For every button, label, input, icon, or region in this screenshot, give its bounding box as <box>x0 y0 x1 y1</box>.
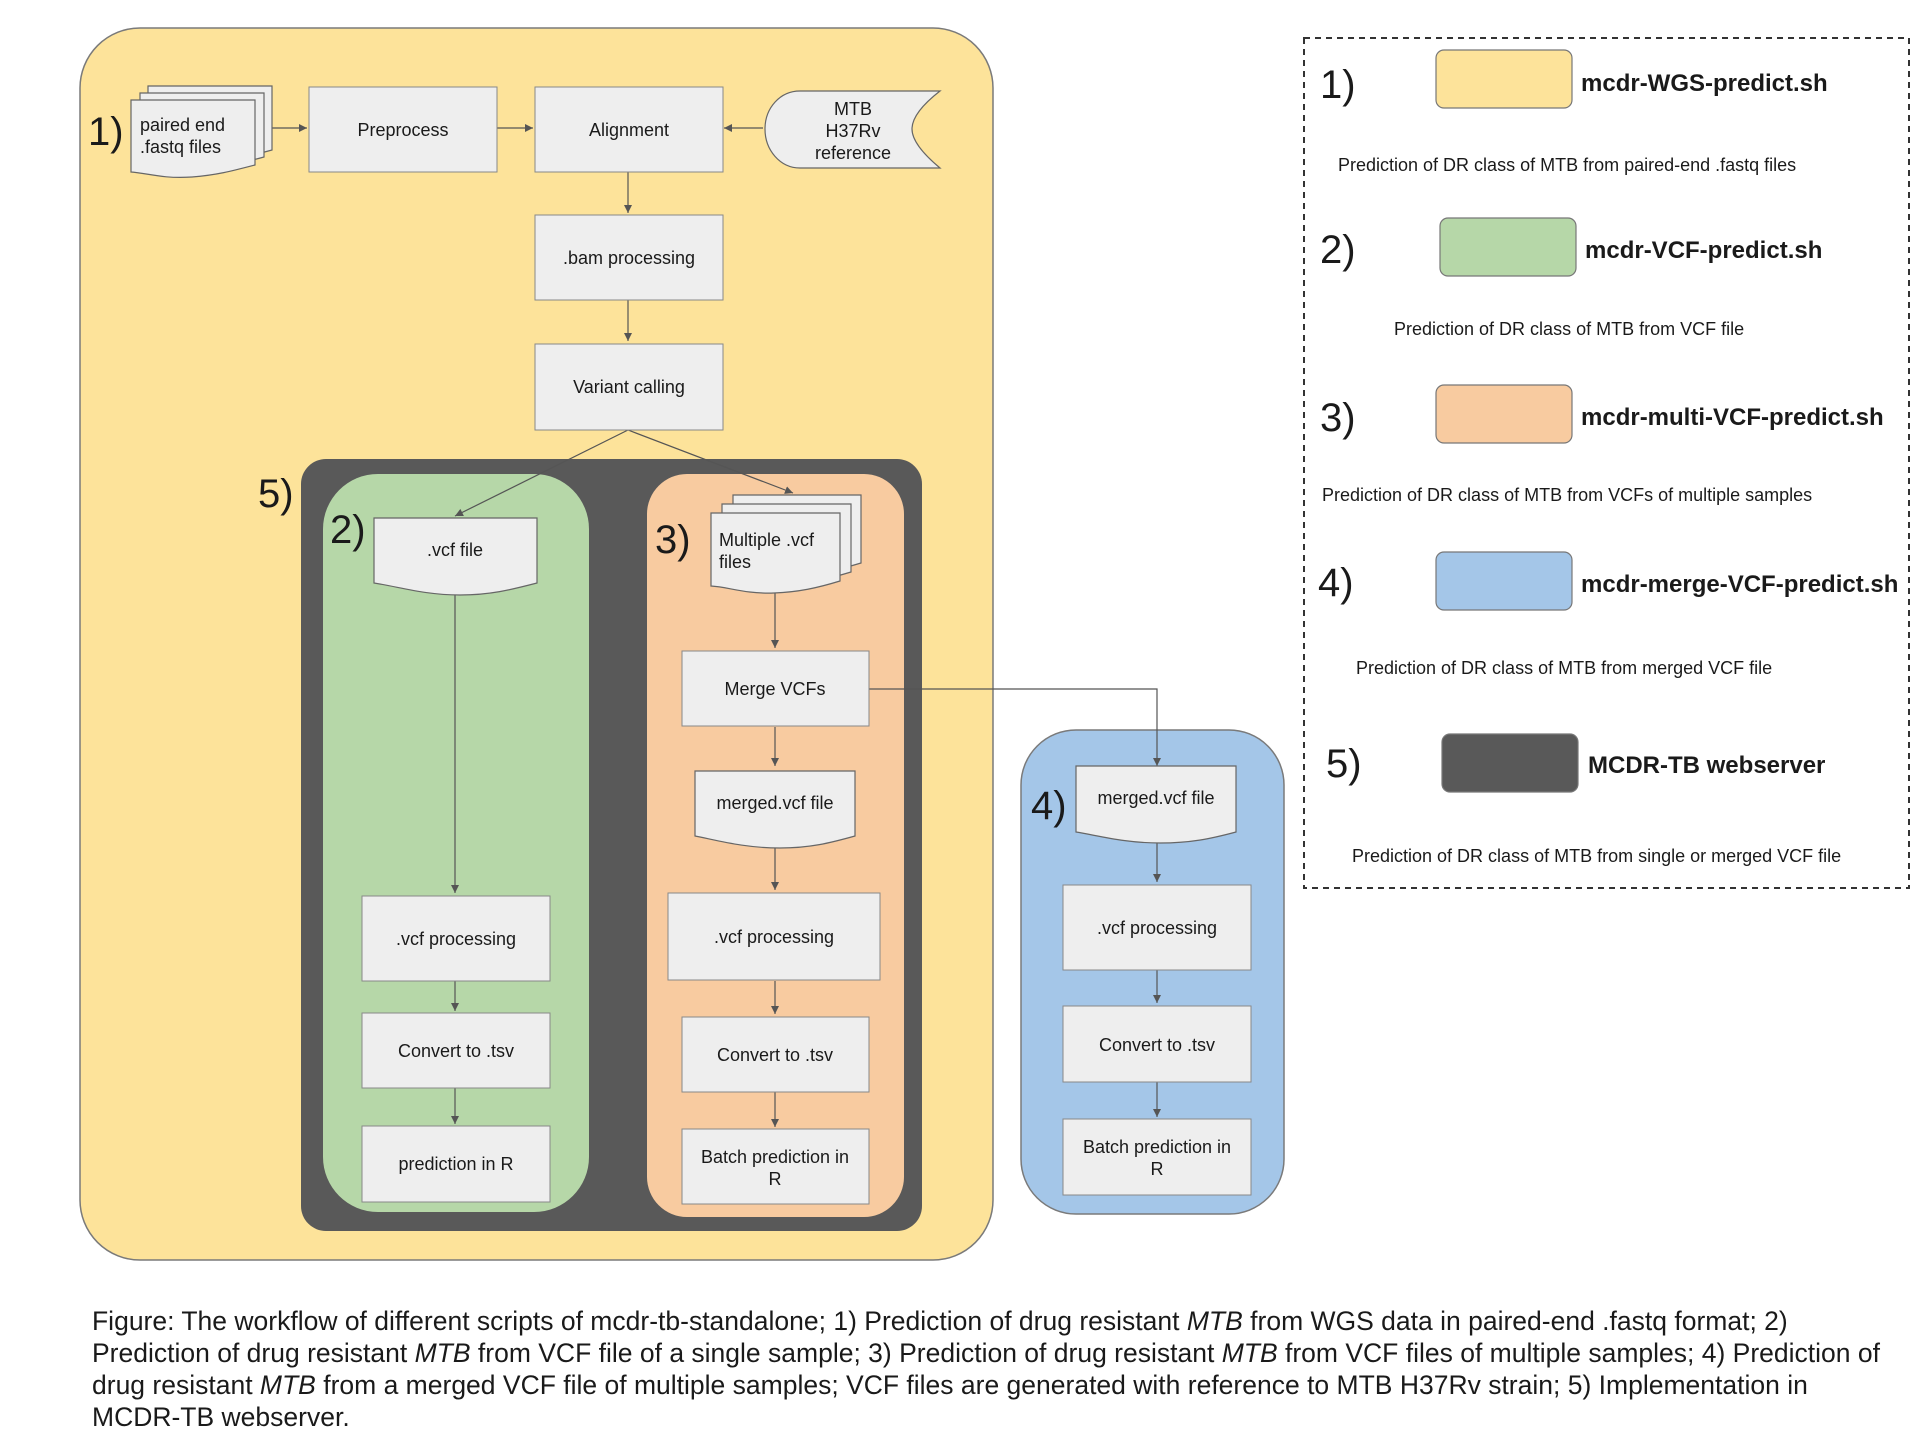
svg-text:MCDR-TB webserver: MCDR-TB webserver <box>1588 752 1825 779</box>
bam-processing-node: .bam processing <box>534 214 724 301</box>
caption-text-5: from a merged VCF file of multiple sampl… <box>92 1370 1808 1432</box>
svg-text:mcdr-merge-VCF-predict.sh: mcdr-merge-VCF-predict.sh <box>1581 571 1898 598</box>
convert-tsv-node-3: Convert to .tsv <box>681 1016 870 1093</box>
caption-mtb-2: MTB <box>414 1338 471 1368</box>
svg-text:mcdr-VCF-predict.sh: mcdr-VCF-predict.sh <box>1585 237 1822 264</box>
legend-item-1: 1) mcdr-WGS-predict.sh Prediction of DR … <box>1320 49 1828 175</box>
variant-calling-node: Variant calling <box>534 343 724 431</box>
merged-vcf-file-node-3: merged.vcf file <box>694 770 856 849</box>
convert-tsv-node-2: Convert to .tsv <box>361 1012 551 1089</box>
svg-text:4): 4) <box>1318 561 1354 605</box>
svg-text:1): 1) <box>1320 63 1356 107</box>
merge-vcfs-node: Merge VCFs <box>681 650 870 727</box>
caption-mtb-1: MTB <box>1186 1306 1243 1336</box>
svg-text:.vcf processing: .vcf processing <box>1097 918 1217 938</box>
region-4-number: 4) <box>1031 784 1067 828</box>
svg-text:Convert to .tsv: Convert to .tsv <box>398 1041 514 1061</box>
paired-end-fastq-node: paired end .fastq files <box>130 85 273 179</box>
svg-text:Prediction of DR class of MTB: Prediction of DR class of MTB from paire… <box>1338 155 1796 175</box>
region-5-number: 5) <box>258 472 294 516</box>
svg-text:Prediction of DR class of MTB: Prediction of DR class of MTB from merge… <box>1356 658 1772 678</box>
region-2-number: 2) <box>330 508 366 552</box>
legend-item-4: 4) mcdr-merge-VCF-predict.sh Prediction … <box>1318 551 1898 678</box>
svg-text:H37Rv: H37Rv <box>825 121 880 141</box>
svg-text:3): 3) <box>1320 396 1356 440</box>
svg-text:Alignment: Alignment <box>589 120 669 140</box>
svg-text:.fastq files: .fastq files <box>140 137 221 157</box>
svg-text:prediction in R: prediction in R <box>398 1154 513 1174</box>
svg-text:Multiple .vcf: Multiple .vcf <box>719 530 815 550</box>
svg-text:Prediction of DR class of MTB: Prediction of DR class of MTB from VCF f… <box>1394 319 1744 339</box>
figure-caption: Figure: The workflow of different script… <box>92 1305 1892 1433</box>
svg-text:Batch prediction in: Batch prediction in <box>701 1147 849 1167</box>
preprocess-node: Preprocess <box>308 86 498 173</box>
region-merge-vcf <box>1020 729 1285 1215</box>
legend-border <box>1303 37 1910 889</box>
connectors <box>272 124 1161 1127</box>
region-1-number: 1) <box>88 110 124 154</box>
prediction-in-r-node: prediction in R <box>361 1125 551 1203</box>
svg-text:2): 2) <box>1320 228 1356 272</box>
legend-item-2: 2) mcdr-VCF-predict.sh Prediction of DR … <box>1320 217 1822 339</box>
legend-swatch-merge-vcf <box>1435 551 1573 611</box>
svg-text:5): 5) <box>1326 742 1362 786</box>
svg-text:merged.vcf file: merged.vcf file <box>1097 788 1214 808</box>
svg-text:paired end: paired end <box>140 115 225 135</box>
svg-text:.vcf file: .vcf file <box>427 540 483 560</box>
reference-node: MTB H37Rv reference <box>764 90 942 169</box>
svg-text:Merge VCFs: Merge VCFs <box>724 679 825 699</box>
svg-text:R: R <box>769 1169 782 1189</box>
svg-text:.vcf processing: .vcf processing <box>714 927 834 947</box>
workflow-diagram: 1) 5) 2) 3) 4) paired end <box>79 27 1910 1261</box>
svg-text:Prediction of DR class of MTB: Prediction of DR class of MTB from singl… <box>1352 846 1841 866</box>
vcf-processing-node-4: .vcf processing <box>1062 884 1252 971</box>
multiple-vcf-files-node: Multiple .vcf files <box>710 494 862 594</box>
vcf-processing-node-2: .vcf processing <box>361 895 551 982</box>
legend-swatch-vcf <box>1439 217 1577 277</box>
svg-text:merged.vcf file: merged.vcf file <box>716 793 833 813</box>
caption-mtb-4: MTB <box>259 1370 316 1400</box>
convert-tsv-node-4: Convert to .tsv <box>1062 1005 1252 1083</box>
legend-item-5: 5) MCDR-TB webserver Prediction of DR cl… <box>1326 733 1841 866</box>
svg-text:Variant calling: Variant calling <box>573 377 685 397</box>
batch-prediction-node-3: Batch prediction in R <box>681 1128 870 1205</box>
svg-text:files: files <box>719 552 751 572</box>
alignment-node: Alignment <box>534 86 724 173</box>
svg-text:R: R <box>1151 1159 1164 1179</box>
svg-text:Preprocess: Preprocess <box>357 120 448 140</box>
caption-text-3: from VCF file of a single sample; 3) Pre… <box>470 1338 1222 1368</box>
svg-text:.vcf processing: .vcf processing <box>396 929 516 949</box>
legend-swatch-wgs <box>1435 49 1573 109</box>
legend-swatch-webserver <box>1441 733 1579 793</box>
legend-swatch-multi-vcf <box>1435 384 1573 444</box>
caption-text-2: from WGS data in paired-end .fastq forma… <box>92 1306 1788 1368</box>
svg-text:mcdr-multi-VCF-predict.sh: mcdr-multi-VCF-predict.sh <box>1581 404 1884 431</box>
svg-text:MTB: MTB <box>834 99 872 119</box>
legend-item-3: 3) mcdr-multi-VCF-predict.sh Prediction … <box>1320 384 1884 505</box>
svg-text:.bam processing: .bam processing <box>563 248 695 268</box>
svg-text:Convert to .tsv: Convert to .tsv <box>717 1045 833 1065</box>
caption-mtb-3: MTB <box>1221 1338 1278 1368</box>
svg-text:Prediction of DR class of MTB: Prediction of DR class of MTB from VCFs … <box>1322 485 1812 505</box>
vcf-processing-node-3: .vcf processing <box>667 892 881 981</box>
vcf-file-node: .vcf file <box>373 517 538 596</box>
merged-vcf-file-node-4: merged.vcf file <box>1075 765 1237 844</box>
svg-text:reference: reference <box>815 143 891 163</box>
svg-text:Batch prediction in: Batch prediction in <box>1083 1137 1231 1157</box>
svg-text:Convert to .tsv: Convert to .tsv <box>1099 1035 1215 1055</box>
legend: 1) mcdr-WGS-predict.sh Prediction of DR … <box>1303 37 1910 889</box>
caption-text-1: Figure: The workflow of different script… <box>92 1306 1187 1336</box>
caption-text-4: from VCF files of multiple samples; 4) P… <box>92 1338 1880 1400</box>
svg-text:mcdr-WGS-predict.sh: mcdr-WGS-predict.sh <box>1581 70 1828 97</box>
batch-prediction-node-4: Batch prediction in R <box>1062 1118 1252 1196</box>
region-3-number: 3) <box>655 518 691 562</box>
